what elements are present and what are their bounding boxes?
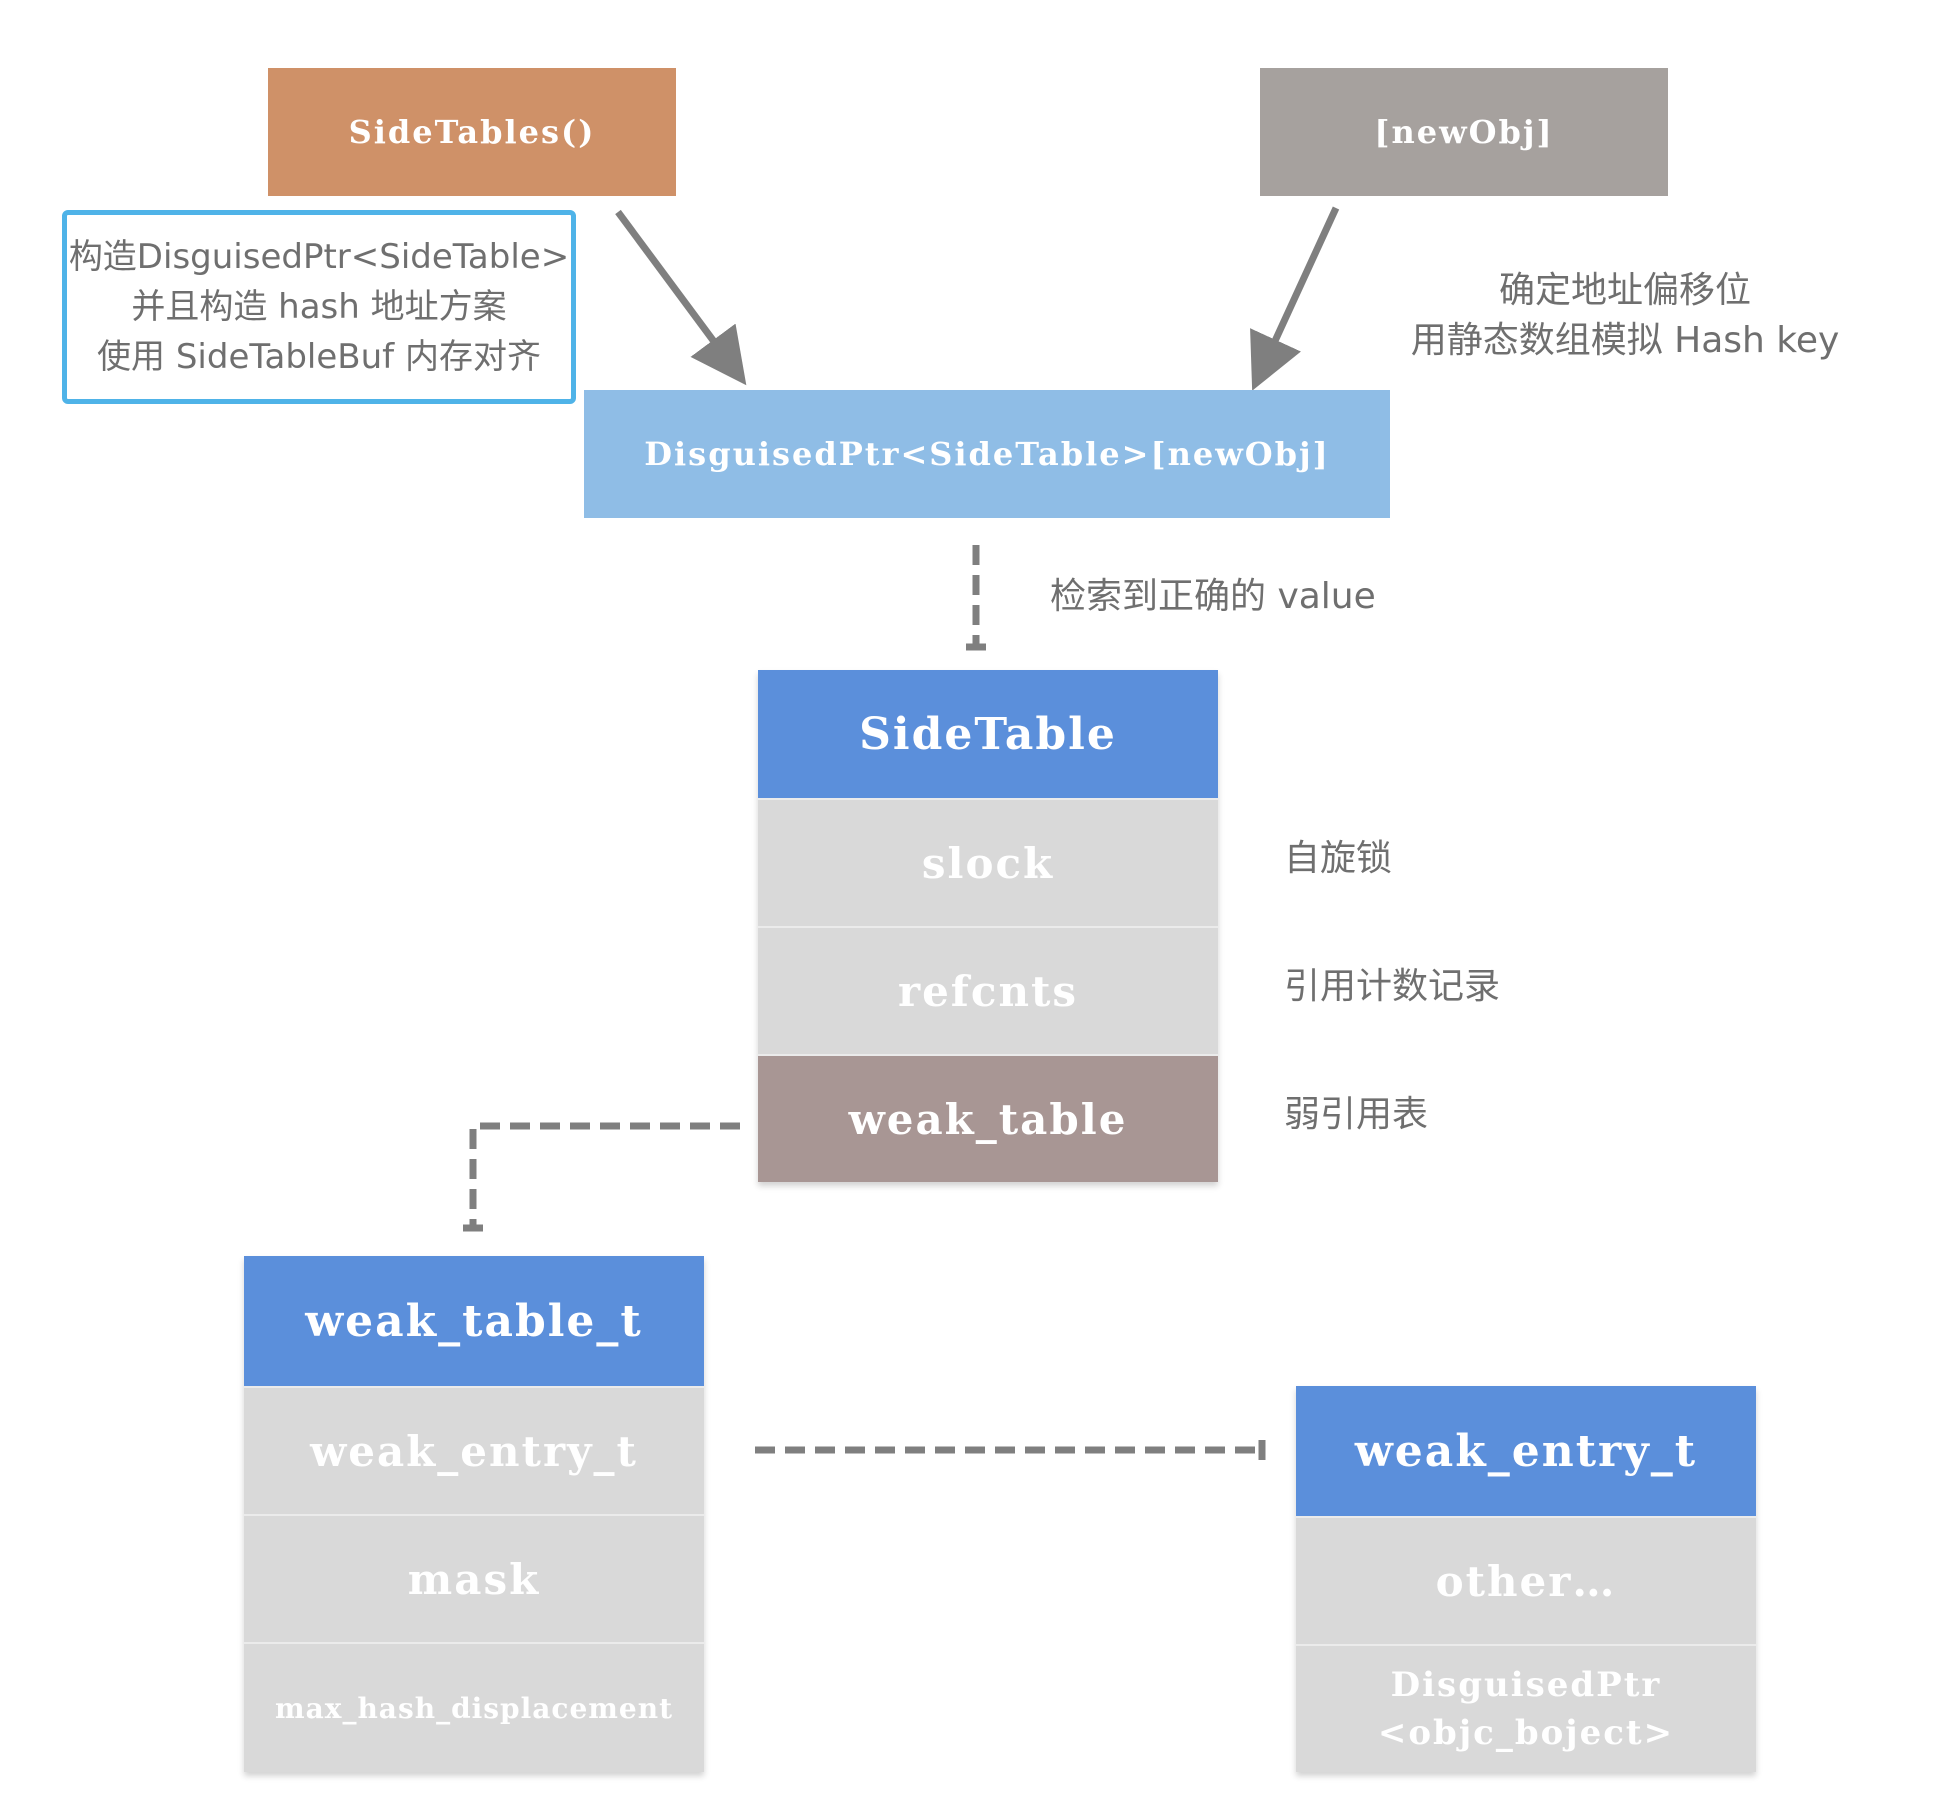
refcnts-note: 引用计数记录 (1284, 966, 1501, 1007)
weak-table-t-row-weak-entry: weak_entry_t (244, 1386, 704, 1514)
side-table-row-weak-table: weak_table (758, 1054, 1218, 1182)
dashed-weak-table-to-weak-table-t (469, 1122, 740, 1228)
weak-entry-t-row-disguised-ptr: DisguisedPtr <objc_boject> (1296, 1644, 1756, 1772)
weak-entry-t-row-disguised-ptr-line-2: <objc_boject> (1377, 1713, 1675, 1753)
weak-table-note: 弱引用表 (1284, 1094, 1429, 1135)
weak-table-t-title: weak_table_t (244, 1256, 704, 1386)
hash-scheme-note-line-3: 使用 SideTableBuf 内存对齐 (97, 337, 541, 377)
offset-note-line-2: 用静态数组模拟 Hash key (1410, 320, 1840, 361)
newobj-label: [newObj] (1374, 113, 1554, 151)
offset-note: 确定地址偏移位 用静态数组模拟 Hash key (1395, 266, 1855, 366)
weak-entry-t-struct: weak_entry_t other… DisguisedPtr <objc_b… (1296, 1386, 1756, 1772)
sidetables-label: SideTables() (348, 113, 596, 151)
side-table-title: SideTable (758, 670, 1218, 798)
arrow-sidetables-to-disguised (615, 209, 747, 386)
weak-table-t-row-max-hash-displacement: max_hash_displacement (244, 1642, 704, 1772)
hash-scheme-note-line-1: 构造DisguisedPtr<SideTable> (68, 237, 570, 277)
side-table-row-refcnts: refcnts (758, 926, 1218, 1054)
sidetables-box: SideTables() (268, 68, 676, 196)
slock-note: 自旋锁 (1284, 838, 1393, 879)
weak-entry-t-title: weak_entry_t (1296, 1386, 1756, 1516)
hash-scheme-note: 构造DisguisedPtr<SideTable> 并且构造 hash 地址方案… (62, 210, 576, 404)
weak-entry-t-row-other: other… (1296, 1516, 1756, 1644)
disguised-ptr-box: DisguisedPtr<SideTable>[newObj] (584, 390, 1390, 518)
offset-note-line-1: 确定地址偏移位 (1498, 270, 1751, 311)
weak-entry-t-row-disguised-ptr-line-1: DisguisedPtr (1390, 1665, 1662, 1705)
side-table-struct: SideTable slock refcnts weak_table (758, 670, 1218, 1182)
arrow-newobj-to-disguised (1250, 206, 1340, 391)
retrieve-note: 检索到正确的 value (1050, 576, 1376, 617)
disguised-ptr-label: DisguisedPtr<SideTable>[newObj] (644, 435, 1330, 473)
weak-table-t-row-mask: mask (244, 1514, 704, 1642)
hash-scheme-note-line-2: 并且构造 hash 地址方案 (131, 287, 507, 327)
weak-table-t-struct: weak_table_t weak_entry_t mask max_hash_… (244, 1256, 704, 1772)
side-table-row-slock: slock (758, 798, 1218, 926)
newobj-box: [newObj] (1260, 68, 1668, 196)
